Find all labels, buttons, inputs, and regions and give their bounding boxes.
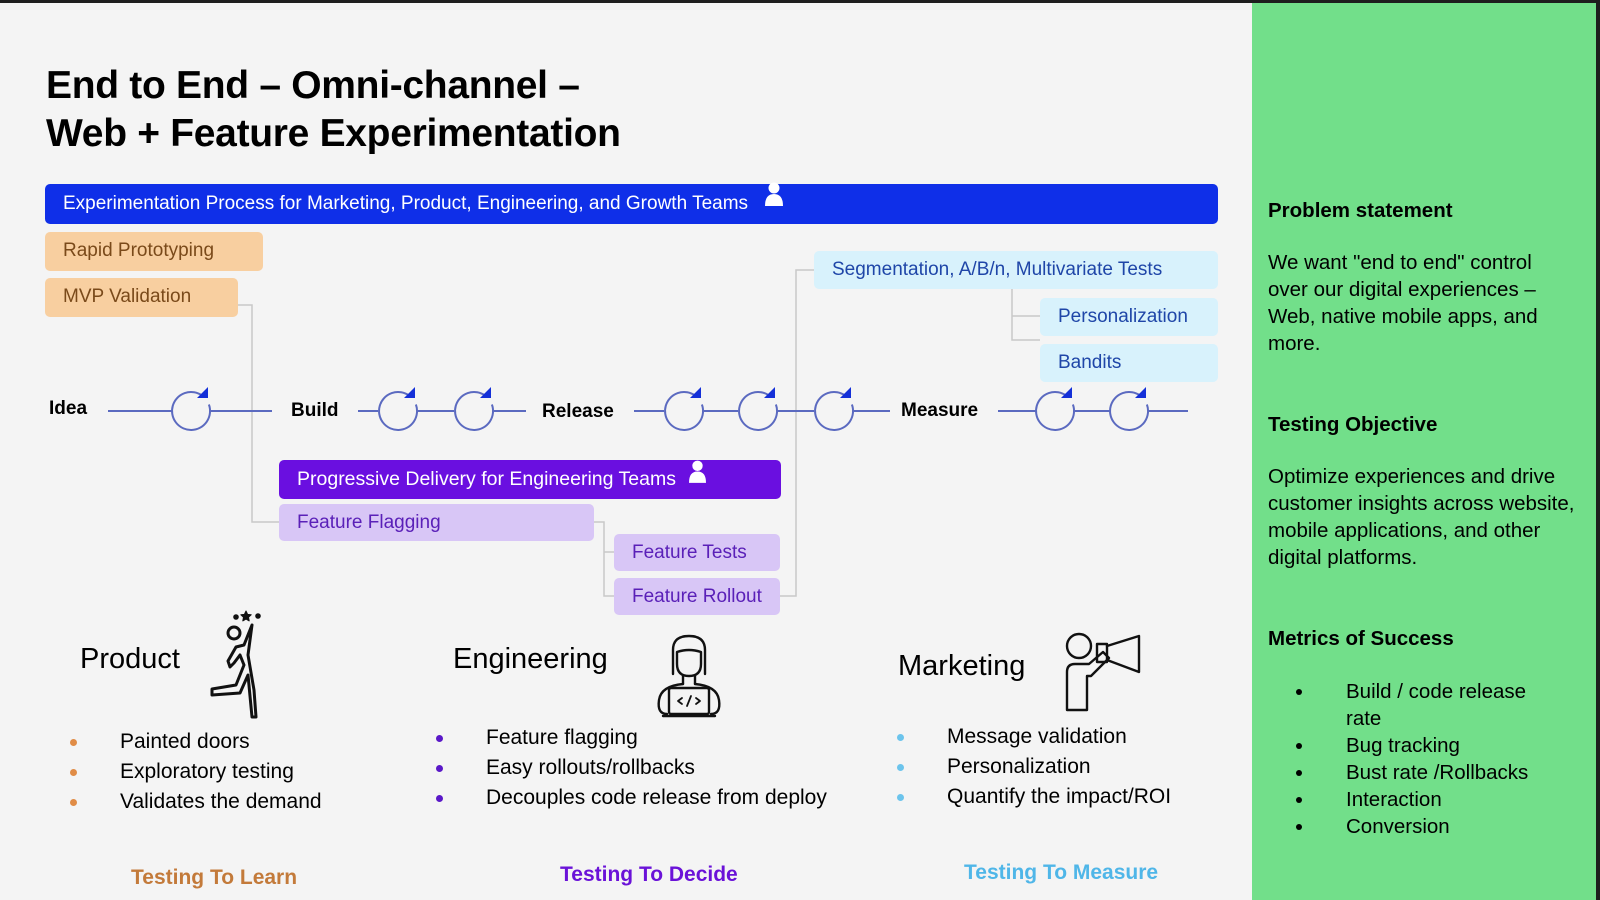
stage-release: Release	[542, 401, 614, 422]
engineering-title: Engineering	[453, 643, 608, 675]
product-tagline: Testing To Learn	[131, 866, 298, 889]
stage-idea: Idea	[49, 398, 88, 419]
metric-item: Conversion	[1296, 813, 1556, 840]
progressive-delivery-label: Progressive Delivery for Engineering Tea…	[297, 468, 676, 490]
bullet-text: Personalization	[947, 755, 1091, 778]
feature-rollout-box: Feature Rollout	[614, 578, 780, 615]
product-title: Product	[80, 643, 180, 675]
metric-text: Bust rate /Rollbacks	[1346, 761, 1529, 784]
bullet-item: Quantify the impact/ROI	[897, 782, 1171, 812]
engineering-tagline: Testing To Decide	[560, 863, 738, 886]
metric-text: Build / code release rate	[1346, 680, 1527, 730]
developer-laptop-icon	[655, 634, 723, 725]
mvp-validation-box: MVP Validation	[45, 278, 238, 317]
metric-text: Bug tracking	[1346, 734, 1460, 757]
marketing-title: Marketing	[898, 650, 1026, 682]
bullet-dot-icon	[436, 735, 443, 742]
bullet-dot-icon	[1296, 689, 1302, 695]
bullet-dot-icon	[1296, 770, 1302, 776]
bullet-item: Exploratory testing	[70, 757, 322, 787]
metric-item: Bug tracking	[1296, 732, 1556, 759]
bandits-box: Bandits	[1040, 344, 1218, 382]
bullet-item: Feature flagging	[436, 723, 827, 753]
stage-build: Build	[291, 400, 339, 421]
slide-edge	[1596, 0, 1600, 900]
bullet-dot-icon	[436, 795, 443, 802]
bullet-text: Decouples code release from deploy	[486, 786, 827, 809]
marketing-tagline: Testing To Measure	[964, 861, 1159, 884]
title-line-1: End to End – Omni-channel –	[46, 64, 580, 107]
bullet-dot-icon	[70, 769, 77, 776]
person-icon	[689, 458, 707, 496]
personalization-box: Personalization	[1040, 298, 1218, 336]
experimentation-banner: Experimentation Process for Marketing, P…	[45, 181, 1218, 224]
bullet-item: Personalization	[897, 752, 1171, 782]
bullet-dot-icon	[1296, 797, 1302, 803]
bullet-text: Quantify the impact/ROI	[947, 785, 1172, 808]
metric-text: Interaction	[1346, 788, 1442, 811]
feature-flagging-box: Feature Flagging	[279, 504, 594, 541]
bullet-dot-icon	[897, 794, 904, 801]
problem-statement-text: We want "end to end" control over our di…	[1268, 251, 1538, 355]
bullet-dot-icon	[897, 764, 904, 771]
metric-text: Conversion	[1346, 815, 1450, 838]
bullet-text: Feature flagging	[486, 726, 638, 749]
metric-item: Interaction	[1296, 786, 1556, 813]
experimentation-banner-label: Experimentation Process for Marketing, P…	[63, 193, 749, 215]
metrics-heading: Metrics of Success	[1268, 627, 1454, 650]
feature-tests-box: Feature Tests	[614, 534, 780, 571]
megaphone-person-icon	[1063, 632, 1147, 719]
stage-measure: Measure	[901, 400, 979, 421]
metric-item: Build / code release rate	[1296, 678, 1556, 732]
metric-item: Bust rate /Rollbacks	[1296, 759, 1556, 786]
bullet-text: Message validation	[947, 725, 1127, 748]
progressive-delivery-banner: Progressive Delivery for Engineering Tea…	[279, 460, 781, 499]
jumping-person-star-icon	[200, 605, 270, 730]
page-title: End to End – Omni-channel – Web + Featur…	[46, 62, 621, 158]
bullet-item: Easy rollouts/rollbacks	[436, 753, 827, 783]
problem-statement-heading: Problem statement	[1268, 199, 1453, 222]
person-icon	[765, 181, 784, 221]
bullet-item: Message validation	[897, 722, 1171, 752]
bullet-item: Painted doors	[70, 727, 322, 757]
bullet-dot-icon	[897, 734, 904, 741]
bullet-item: Decouples code release from deploy	[436, 783, 827, 813]
segmentation-tests-box: Segmentation, A/B/n, Multivariate Tests	[814, 251, 1218, 289]
rapid-prototyping-box: Rapid Prototyping	[45, 232, 263, 271]
bullet-item: Validates the demand	[70, 787, 322, 817]
testing-objective-heading: Testing Objective	[1268, 413, 1438, 436]
side-panel	[1252, 3, 1596, 900]
bullet-dot-icon	[70, 739, 77, 746]
testing-objective-text: Optimize experiences and drive customer …	[1268, 465, 1575, 569]
bullet-dot-icon	[1296, 743, 1302, 749]
bullet-dot-icon	[1296, 824, 1302, 830]
bullet-dot-icon	[436, 765, 443, 772]
bullet-dot-icon	[70, 799, 77, 806]
bullet-text: Easy rollouts/rollbacks	[486, 756, 695, 779]
title-line-2: Web + Feature Experimentation	[46, 112, 621, 155]
bullet-text: Exploratory testing	[120, 760, 294, 783]
bullet-text: Validates the demand	[120, 790, 322, 813]
bullet-text: Painted doors	[120, 730, 250, 753]
